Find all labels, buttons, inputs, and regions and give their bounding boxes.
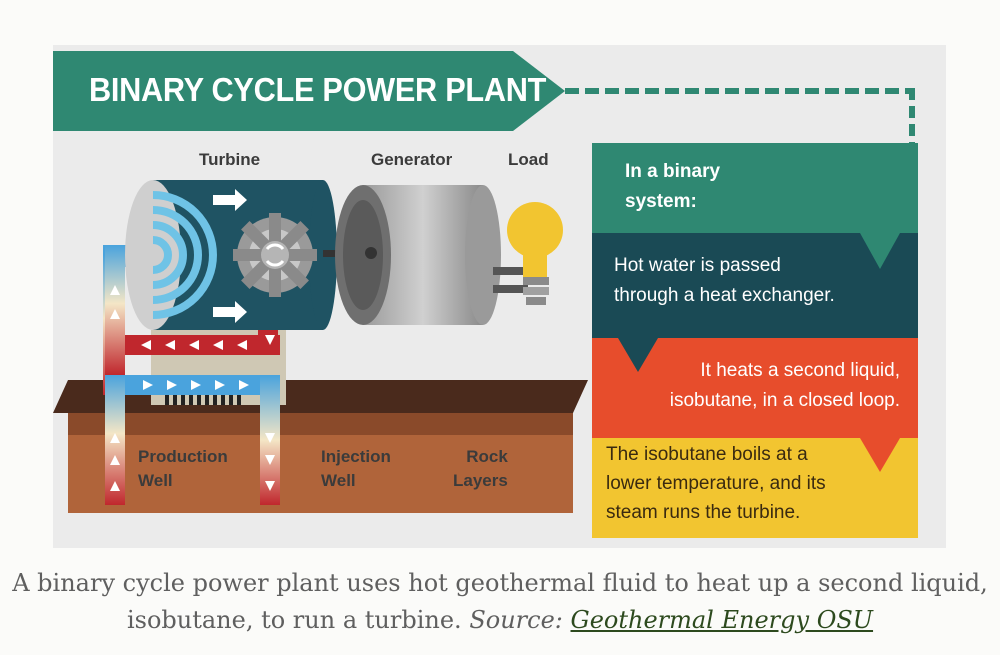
turbine-rotor: [233, 213, 317, 297]
panel-step-2: It heats a second liquid, isobutane, in …: [592, 338, 918, 438]
geothermal-water: [105, 245, 280, 505]
panel-intro: In a binary system:: [592, 143, 918, 233]
plant-illustration: [53, 180, 588, 513]
load-wires: [493, 267, 528, 293]
turbine: [125, 180, 337, 330]
panel-step-1: Hot water is passed through a heat excha…: [592, 233, 918, 338]
diagram-figure: BINARY CYCLE POWER PLANT: [53, 45, 946, 548]
lightbulb-icon: [507, 202, 563, 305]
diagram-title: BINARY CYCLE POWER PLANT: [89, 71, 547, 108]
source-link[interactable]: Geothermal Energy OSU: [570, 606, 874, 634]
production-well-label: Production Well: [138, 447, 228, 490]
title-banner: BINARY CYCLE POWER PLANT: [53, 51, 565, 131]
panel-step-3: The isobutane boils at a lower temperatu…: [592, 438, 918, 538]
caption-text: A binary cycle power plant uses hot geot…: [12, 569, 988, 634]
connector-line-vertical: [909, 88, 915, 146]
injection-well-label: Injection Well: [321, 447, 391, 490]
generator: [335, 185, 501, 325]
figure-caption: A binary cycle power plant uses hot geot…: [0, 565, 1000, 639]
caption-source-label: Source:: [469, 606, 563, 634]
connector-line: [565, 88, 915, 94]
turbine-label: Turbine: [199, 150, 261, 169]
generator-label: Generator: [371, 150, 453, 169]
rock-layers-label: Rock Layers: [453, 447, 508, 490]
load-label: Load: [508, 150, 549, 169]
